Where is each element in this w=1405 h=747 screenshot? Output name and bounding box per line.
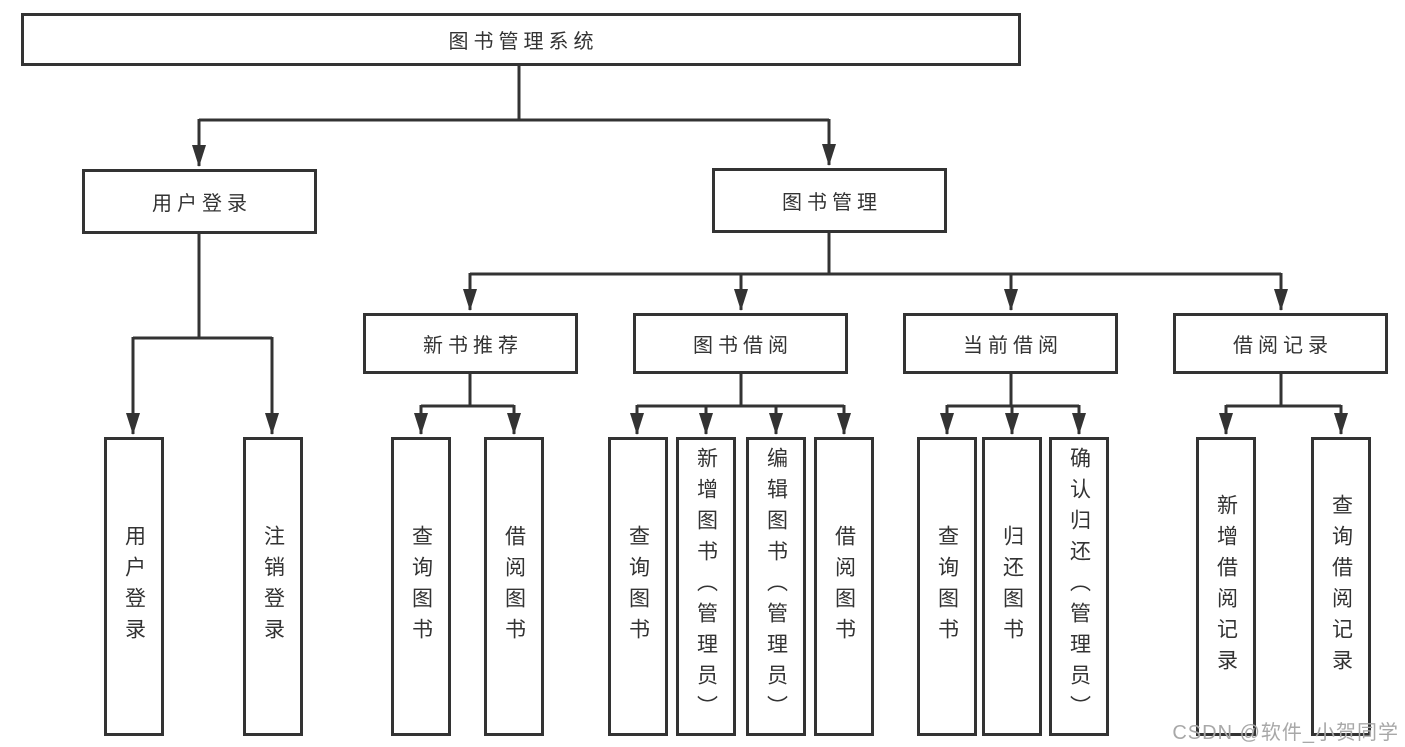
leaf-edit-books-admin: 编辑图书（管理员） [746,437,806,736]
leaf-query-books-borrow: 查询图书 [608,437,668,736]
node-current-borrow: 当前借阅 [903,313,1118,374]
leaf-borrow-books-recommend: 借阅图书 [484,437,544,736]
leaf-confirm-return-admin: 确认归还（管理员） [1049,437,1109,736]
node-book-borrow: 图书借阅 [633,313,848,374]
node-root-system: 图书管理系统 [21,13,1021,66]
node-borrow-records: 借阅记录 [1173,313,1388,374]
leaf-logout: 注销登录 [243,437,303,736]
leaf-borrow-books: 借阅图书 [814,437,874,736]
node-new-book-recommend: 新书推荐 [363,313,578,374]
node-book-management: 图书管理 [712,168,947,233]
leaf-return-books: 归还图书 [982,437,1042,736]
leaf-query-books-current: 查询图书 [917,437,977,736]
leaf-add-borrow-record: 新增借阅记录 [1196,437,1256,736]
leaf-user-login: 用户登录 [104,437,164,736]
leaf-add-books-admin: 新增图书（管理员） [676,437,736,736]
leaf-query-books-recommend: 查询图书 [391,437,451,736]
leaf-query-borrow-record: 查询借阅记录 [1311,437,1371,736]
csdn-watermark: CSDN @软件_小贺同学 [1172,722,1399,744]
node-user-login: 用户登录 [82,169,317,234]
